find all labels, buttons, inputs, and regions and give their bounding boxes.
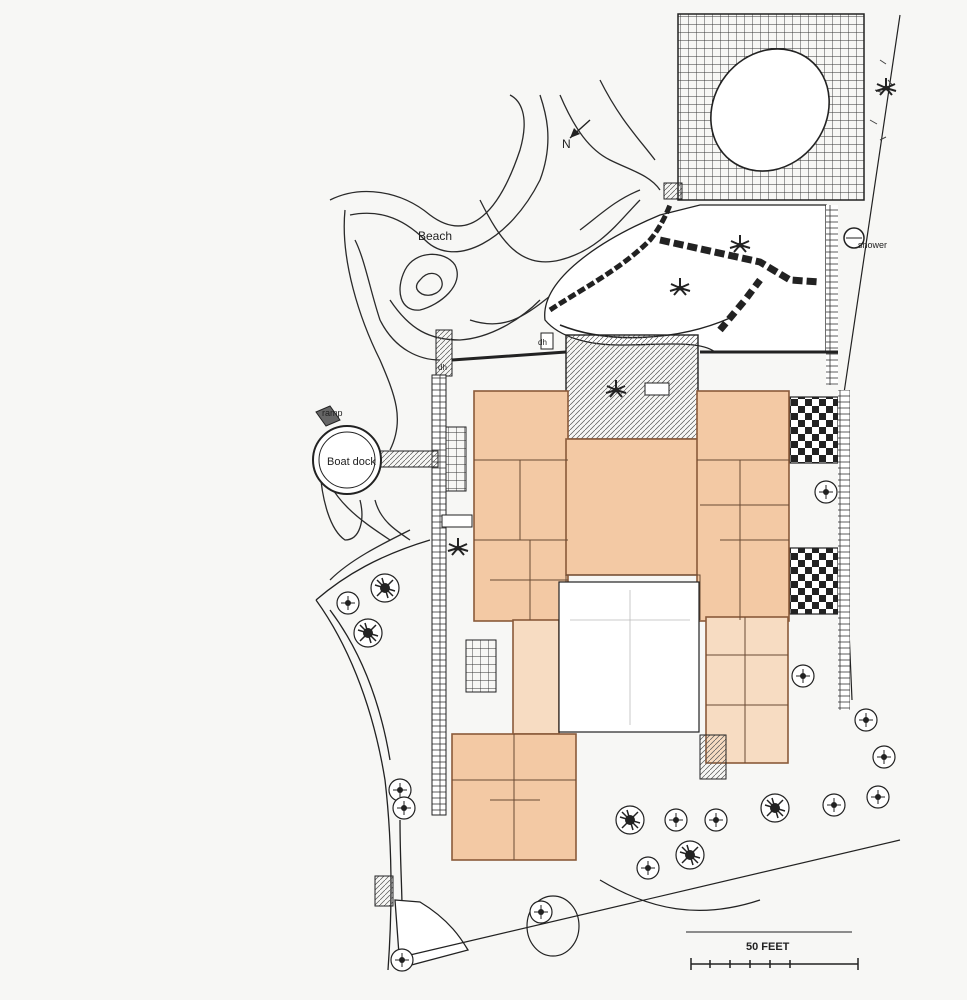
dh-upper-structure xyxy=(540,332,554,350)
south-garden-wedge xyxy=(394,899,470,969)
north-label: N xyxy=(562,137,571,151)
pool-terrace xyxy=(677,13,865,201)
scale-bar: 50 FEET xyxy=(686,931,859,970)
shrub-east-2 xyxy=(872,745,896,769)
tree-south-2 xyxy=(675,840,705,870)
east-wing xyxy=(696,390,790,622)
tree-south-3 xyxy=(760,793,790,823)
shrub-southwest xyxy=(390,948,414,972)
palm-tree-3 xyxy=(875,77,897,96)
shower-label: shower xyxy=(858,240,887,250)
shrub-west-3 xyxy=(392,796,416,820)
tree-west-1 xyxy=(370,573,400,603)
shrub-south-4 xyxy=(822,793,846,817)
tree-west-2 xyxy=(353,618,383,648)
west-connector xyxy=(512,619,560,735)
boat-dock-label: Boat dock xyxy=(327,456,376,468)
pool-steps xyxy=(663,182,683,200)
north-deck xyxy=(565,334,699,440)
west-stair xyxy=(374,875,394,907)
east-shrub xyxy=(814,480,838,504)
shoreline-contours xyxy=(319,79,661,581)
boundary-shrubs xyxy=(869,59,894,141)
west-wing xyxy=(473,390,569,622)
west-step xyxy=(441,514,473,528)
living-hall xyxy=(565,438,701,576)
courtyard xyxy=(558,581,700,733)
turnaround xyxy=(526,895,580,957)
shrub-south-3 xyxy=(636,856,660,880)
shower-icon xyxy=(843,227,865,249)
tree-south-1 xyxy=(615,805,645,835)
dh-lower-label: dh xyxy=(438,363,447,372)
south-drive xyxy=(599,879,761,912)
garden-lawn xyxy=(544,204,838,385)
east-patio-checker-2 xyxy=(789,547,839,615)
shrub-south-2 xyxy=(704,808,728,832)
south-boundary xyxy=(409,839,901,956)
east-garden-wall xyxy=(838,390,850,710)
north-wall xyxy=(451,350,838,362)
west-bench xyxy=(445,426,467,492)
shrub-west-1 xyxy=(336,591,360,615)
east-patio-checker-1 xyxy=(789,396,839,464)
shrub-east-1 xyxy=(854,708,878,732)
ramp-label: ramp xyxy=(322,408,343,418)
west-wall xyxy=(431,374,447,816)
scale-bar-label: 50 FEET xyxy=(746,941,790,953)
shrub-east-3 xyxy=(866,785,890,809)
east-planter xyxy=(791,664,815,688)
shrub-turnaround xyxy=(529,900,553,924)
west-plant xyxy=(447,537,469,556)
shrub-south-1 xyxy=(664,808,688,832)
courtyard-lines xyxy=(570,590,690,725)
north-arrow: N xyxy=(562,119,591,151)
boat-dock xyxy=(312,405,439,495)
east-stair xyxy=(699,734,727,780)
garden-table xyxy=(465,639,497,693)
dh-upper-label: dh xyxy=(538,338,547,347)
beach-label: Beach xyxy=(418,229,452,243)
